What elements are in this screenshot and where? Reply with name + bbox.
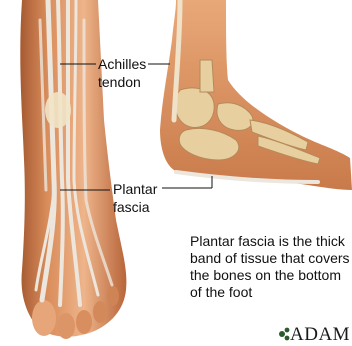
caption-line1: Plantar fascia is the thick bbox=[190, 233, 352, 250]
caption-line3: the bones on the bottom bbox=[190, 267, 352, 284]
front-foot-view bbox=[20, 0, 126, 339]
caption: Plantar fascia is the thick band of tiss… bbox=[190, 233, 352, 301]
toe-3 bbox=[76, 310, 92, 334]
toe-5 bbox=[107, 286, 119, 306]
caption-line4: of the foot bbox=[190, 284, 352, 301]
caption-line2: band of tissue that covers bbox=[190, 250, 352, 267]
label-plantar-line2: fascia bbox=[113, 199, 150, 215]
side-foot-view bbox=[160, 0, 352, 190]
ankle-bone bbox=[45, 92, 71, 128]
toe-4 bbox=[93, 301, 107, 323]
adam-logo-mark bbox=[279, 328, 289, 341]
toe-1 bbox=[32, 300, 56, 336]
label-plantar-line1: Plantar bbox=[113, 181, 157, 197]
label-achilles-line2: tendon bbox=[98, 74, 141, 90]
toe-2 bbox=[57, 313, 75, 339]
label-achilles-line1: Achilles bbox=[98, 56, 146, 72]
